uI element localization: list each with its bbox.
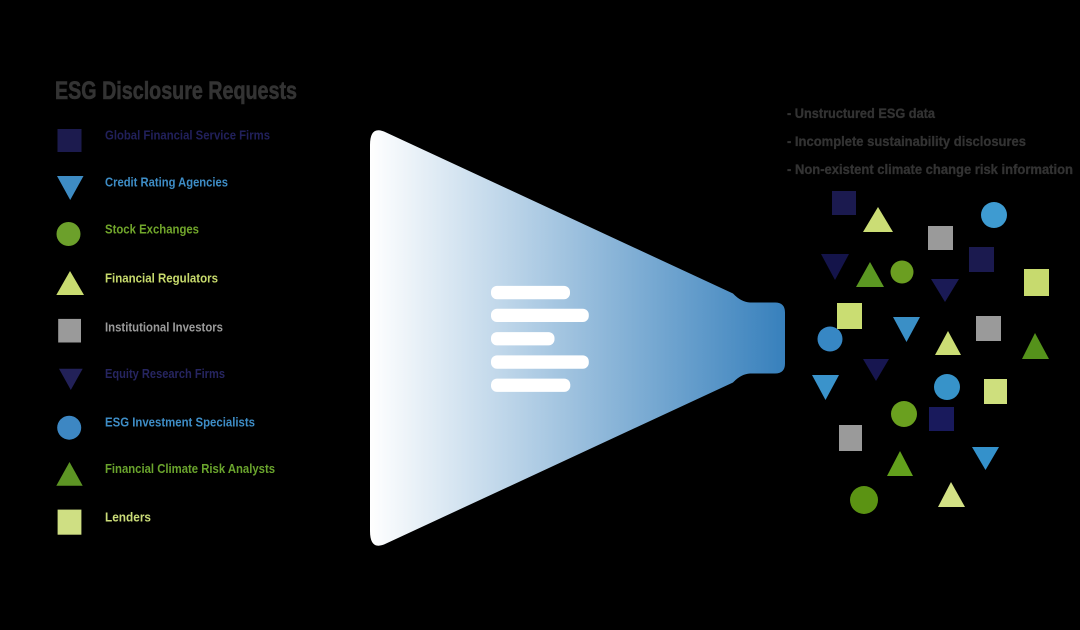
svg-text:- Non-existent climate change: - Non-existent climate change risk infor…	[787, 161, 1073, 177]
svg-text:Global Financial Service Firms: Global Financial Service Firms	[105, 128, 270, 143]
svg-text:- Incomplete sustainability di: - Incomplete sustainability disclosures	[787, 133, 1026, 149]
svg-text:ESG Investment Specialists: ESG Investment Specialists	[105, 415, 255, 430]
svg-text:- Unstructured ESG data: - Unstructured ESG data	[787, 105, 935, 121]
svg-text:Financial Climate Risk Analyst: Financial Climate Risk Analysts	[105, 461, 275, 476]
svg-text:Financial Regulators: Financial Regulators	[105, 271, 218, 286]
svg-text:Equity Research Firms: Equity Research Firms	[105, 366, 225, 381]
svg-text:ESG Disclosure Requests: ESG Disclosure Requests	[55, 77, 297, 105]
svg-text:Institutional Investors: Institutional Investors	[105, 320, 223, 335]
svg-text:Credit Rating Agencies: Credit Rating Agencies	[105, 175, 228, 190]
svg-text:Stock Exchanges: Stock Exchanges	[105, 222, 199, 237]
svg-text:Lenders: Lenders	[105, 510, 151, 525]
